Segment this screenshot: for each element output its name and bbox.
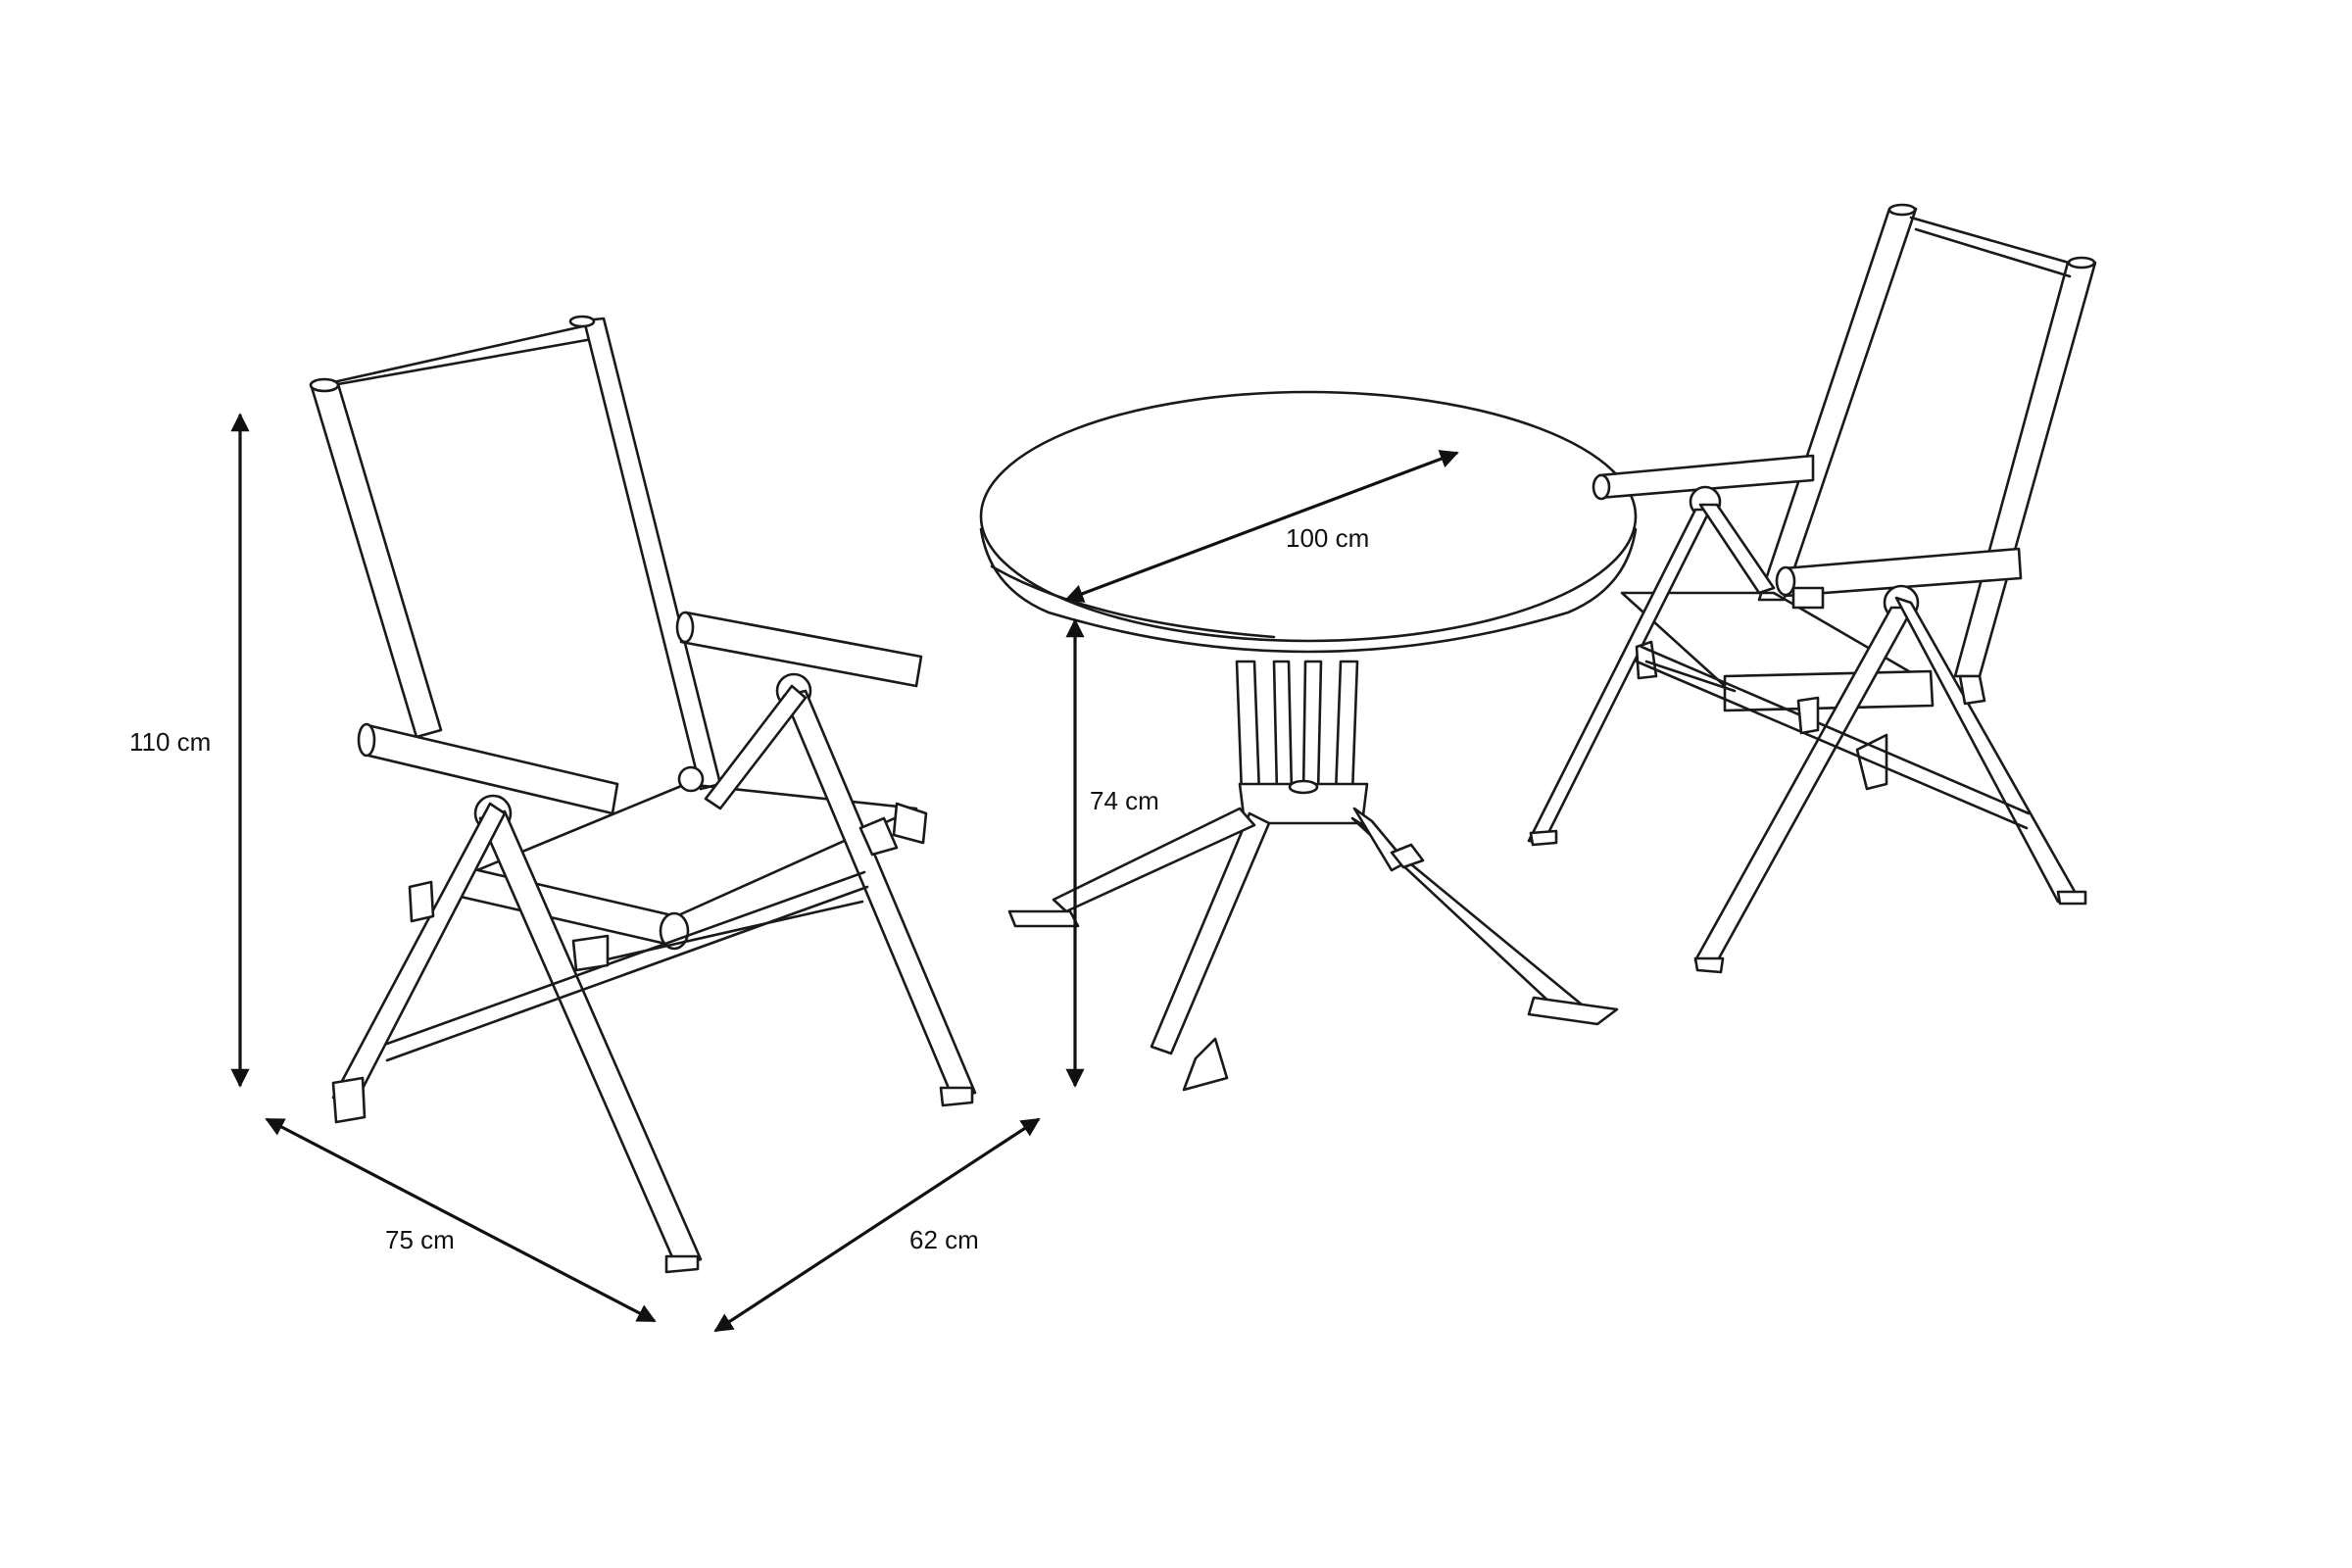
chair-depth-label: 62 cm bbox=[909, 1225, 979, 1254]
chair-height-label: 110 cm bbox=[129, 727, 212, 757]
left-chair bbox=[309, 315, 977, 1274]
chair-depth-arrow bbox=[713, 1117, 1041, 1333]
round-table bbox=[979, 390, 1638, 1092]
chair-width-label: 75 cm bbox=[385, 1225, 455, 1254]
table-diameter-label: 100 cm bbox=[1286, 523, 1370, 553]
table-height-label: 74 cm bbox=[1090, 786, 1159, 815]
table-diameter-arrow bbox=[1064, 450, 1459, 603]
right-chair bbox=[1527, 203, 2097, 974]
chair-width-arrow bbox=[265, 1117, 657, 1323]
